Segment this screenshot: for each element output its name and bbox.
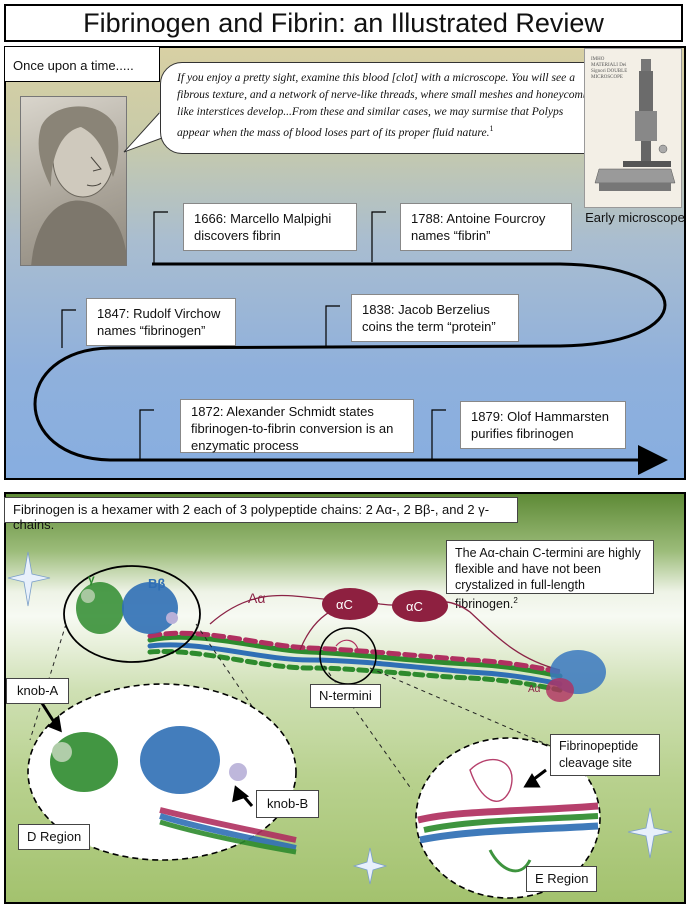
aalpha-small-label: Aα: [528, 684, 541, 695]
cleavage-site-label: Fibrinopeptide cleavage site: [550, 734, 660, 776]
event-line: 1838: Jacob Berzelius: [362, 302, 490, 317]
event-line: enzymatic process: [191, 438, 299, 453]
event-line: 1847: Rudolf Virchow: [97, 306, 221, 321]
event-line: 1788: Antoine Fourcroy: [411, 211, 546, 226]
quote-text: If you enjoy a pretty sight, examine thi…: [177, 71, 593, 139]
n-termini-label: N-termini: [310, 684, 381, 708]
timeline-event-1788: 1788: Antoine Fourcroy names “fibrin”: [400, 203, 572, 251]
timeline-event-1879: 1879: Olof Hammarsten purifies fibrinoge…: [460, 401, 626, 449]
event-line: names “fibrin”: [411, 228, 491, 243]
quote-reference: 1: [489, 124, 494, 133]
alpha-c-domain-1: αC: [336, 597, 353, 612]
event-line: names “fibrinogen”: [97, 323, 206, 338]
event-line: purifies fibrinogen: [471, 426, 574, 441]
page-title: Fibrinogen and Fibrin: an Illustrated Re…: [4, 4, 683, 42]
knob-a-label: knob-A: [6, 678, 70, 704]
event-line: 1879: Olof Hammarsten: [471, 409, 610, 424]
timeline-event-1847: 1847: Rudolf Virchow names “fibrinogen”: [86, 298, 236, 346]
aalpha-chain-label: Aα: [248, 590, 266, 606]
e-region-label: E Region: [526, 866, 598, 892]
malpighi-quote: If you enjoy a pretty sight, examine thi…: [160, 62, 615, 154]
event-line: fibrinogen-to-fibrin conversion is an: [191, 421, 394, 436]
event-line: 1666: Marcello Malpighi: [194, 211, 332, 226]
event-line: coins the term “protein”: [362, 319, 496, 334]
c-termini-note: The Aα-chain C-termini are highly flexib…: [446, 540, 654, 611]
portrait-image: [20, 96, 127, 266]
event-line: 1872: Alexander Schmidt states: [191, 404, 374, 419]
microscope-caption: Early microscope: [585, 210, 685, 225]
timeline-event-1838: 1838: Jacob Berzelius coins the term “pr…: [351, 294, 519, 342]
timeline-event-1666: 1666: Marcello Malpighi discovers fibrin: [183, 203, 357, 251]
hexamer-header: Fibrinogen is a hexamer with 2 each of 3…: [4, 497, 518, 532]
event-line: discovers fibrin: [194, 228, 281, 243]
knob-b-label: knob-B: [256, 790, 320, 818]
alpha-c-domain-2: αC: [406, 599, 423, 614]
timeline-event-1872: 1872: Alexander Schmidt states fibrinoge…: [180, 399, 414, 453]
sparkle-icon: [7, 551, 673, 885]
note-text: The Aα-chain C-termini are highly flexib…: [455, 546, 641, 612]
microscope-engraving-text: IMHO MATERIALI Dei Signori DOUBLE MICROS…: [591, 57, 628, 80]
bbeta-chain-label: Bβ: [148, 576, 166, 591]
microscope-image: IMHO MATERIALI Dei Signori DOUBLE MICROS…: [584, 48, 682, 208]
note-reference: 2: [513, 596, 518, 605]
d-region-label: D Region: [18, 824, 91, 850]
story-tag: Once upon a time.....: [4, 46, 160, 82]
gamma-chain-label: γ: [88, 572, 95, 586]
